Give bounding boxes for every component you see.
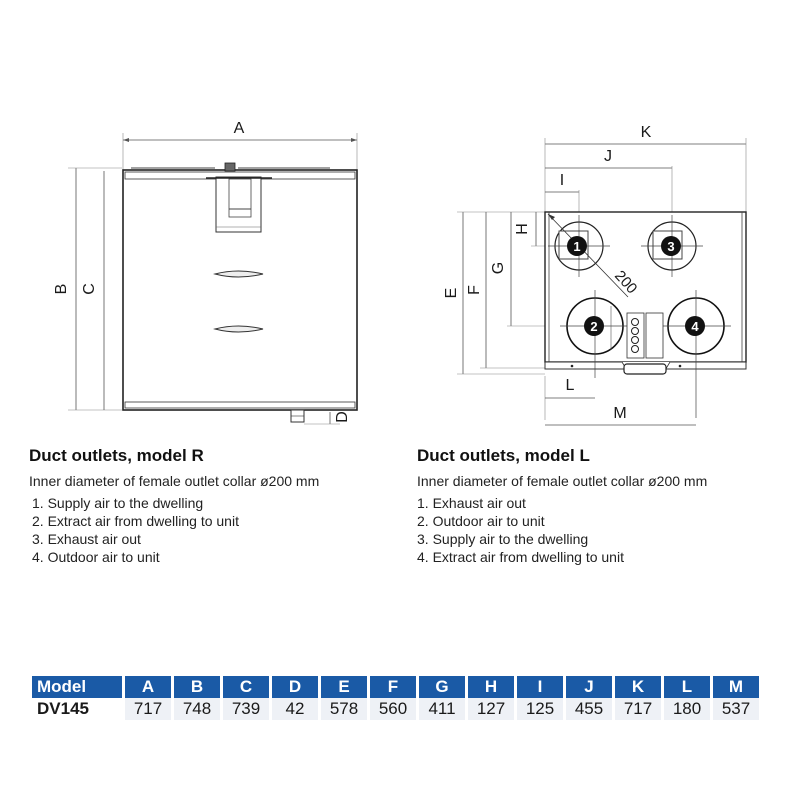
table-header: K: [615, 676, 661, 698]
table-header: M: [713, 676, 759, 698]
model-r-list: 1. Supply air to the dwelling 2. Extract…: [29, 494, 389, 566]
dimensions-table: Model A B C D E F G H I J K L M DV145 71…: [29, 676, 762, 720]
table-header: A: [125, 676, 171, 698]
outlet-2-label: 2: [590, 319, 597, 334]
dim-label-g: G: [490, 262, 507, 274]
outlet-3-label: 3: [667, 239, 674, 254]
dim-label-f: F: [466, 285, 483, 295]
table-cell: 411: [419, 698, 465, 720]
model-l-subtitle: Inner diameter of female outlet collar ø…: [417, 473, 708, 489]
table-header-model: Model: [32, 676, 122, 698]
model-l-section: Duct outlets, model L Inner diameter of …: [417, 446, 787, 566]
table-header: G: [419, 676, 465, 698]
dim-label-h: H: [514, 223, 531, 235]
table-cell: 560: [370, 698, 416, 720]
table-header: E: [321, 676, 367, 698]
table-header: I: [517, 676, 563, 698]
table-cell: 717: [125, 698, 171, 720]
model-l-title: Duct outlets, model L: [417, 446, 590, 465]
model-r-title: Duct outlets, model R: [29, 446, 204, 465]
table-header: L: [664, 676, 710, 698]
table-cell: 537: [713, 698, 759, 720]
list-item: 4. Outdoor air to unit: [32, 549, 160, 565]
list-item: 2. Outdoor air to unit: [417, 513, 545, 529]
outlet-1-label: 1: [573, 239, 580, 254]
dim-label-i: I: [560, 172, 564, 189]
model-r-section: Duct outlets, model R Inner diameter of …: [29, 446, 389, 566]
list-item: 4. Extract air from dwelling to unit: [417, 549, 624, 565]
table-cell: 125: [517, 698, 563, 720]
table-header: C: [223, 676, 269, 698]
list-item: 3. Exhaust air out: [32, 531, 141, 547]
table-header: H: [468, 676, 514, 698]
dim-label-a: A: [234, 120, 245, 137]
table-header: J: [566, 676, 612, 698]
dim-label-e: E: [443, 288, 460, 299]
list-item: 1. Exhaust air out: [417, 495, 526, 511]
list-item: 3. Supply air to the dwelling: [417, 531, 589, 547]
dim-label-j: J: [604, 148, 612, 165]
list-item: 2. Extract air from dwelling to unit: [32, 513, 239, 529]
model-l-list: 1. Exhaust air out 2. Outdoor air to uni…: [417, 494, 787, 566]
outlet-4-label: 4: [691, 319, 699, 334]
table-cell: 578: [321, 698, 367, 720]
table-cell: 127: [468, 698, 514, 720]
top-view-diagram: K J I E F G H 200 1 3 2: [443, 124, 747, 426]
table-cell: 739: [223, 698, 269, 720]
table-header-row: Model A B C D E F G H I J K L M: [32, 676, 759, 698]
dim-label-k: K: [641, 124, 652, 141]
dim-label-c: C: [81, 283, 98, 295]
table-cell: 180: [664, 698, 710, 720]
table-cell: 748: [174, 698, 220, 720]
dim-label-b: B: [53, 284, 70, 295]
model-r-subtitle: Inner diameter of female outlet collar ø…: [29, 473, 320, 489]
table-header: B: [174, 676, 220, 698]
table-cell: 455: [566, 698, 612, 720]
table-header: D: [272, 676, 318, 698]
dim-label-m: M: [613, 405, 626, 422]
table-cell-model: DV145: [32, 698, 122, 720]
list-item: 1. Supply air to the dwelling: [32, 495, 204, 511]
dim-label-l: L: [566, 377, 575, 394]
dim-label-d: D: [334, 411, 351, 423]
table-cell: 717: [615, 698, 661, 720]
front-view-diagram: A B C D: [53, 120, 358, 425]
table-header: F: [370, 676, 416, 698]
table-row: DV145 717 748 739 42 578 560 411 127 125…: [32, 698, 759, 720]
table-cell: 42: [272, 698, 318, 720]
